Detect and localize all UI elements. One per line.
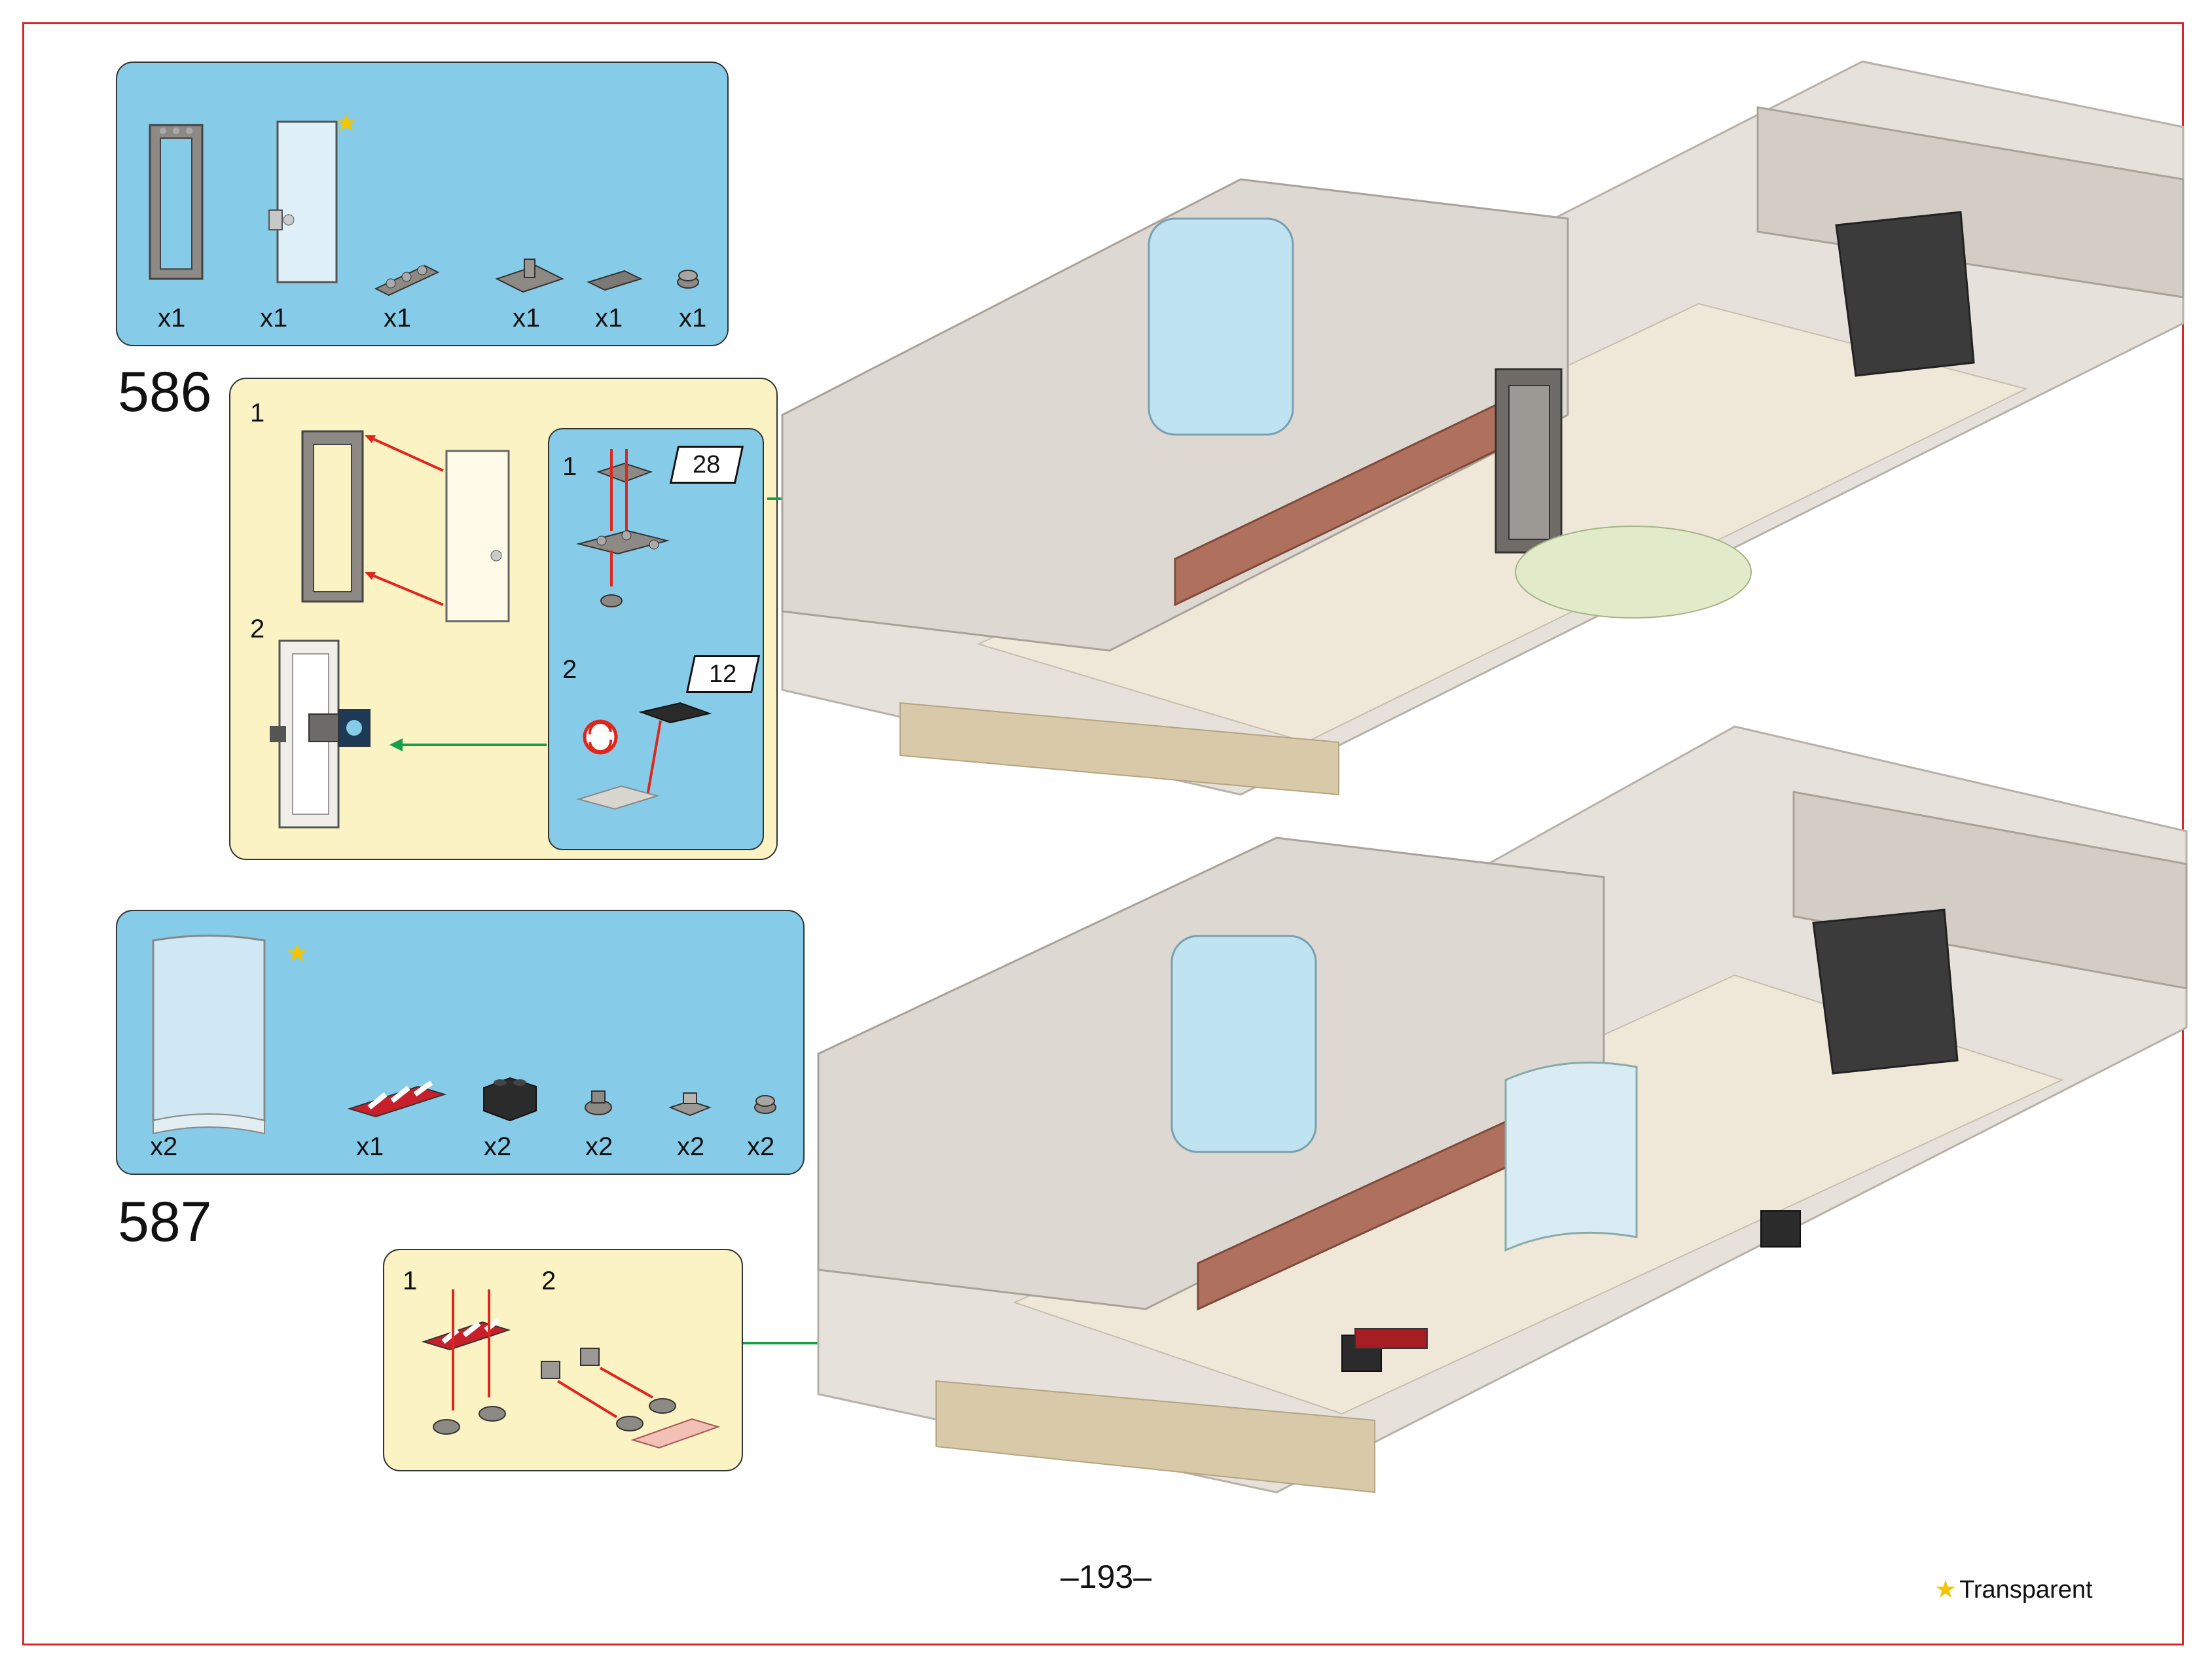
legend: ★Transparent xyxy=(1934,1575,2093,1604)
parts-list-587: x2 x1 x2 x2 x2 x2 xyxy=(116,910,805,1175)
black-brick-installed xyxy=(1760,1210,1801,1248)
inner-substep-2: 2 xyxy=(562,655,577,684)
star-icon xyxy=(287,944,307,961)
qty-flat-tile: x1 xyxy=(595,304,623,332)
bar-holder-icon xyxy=(616,1398,676,1431)
star-icon: ★ xyxy=(1934,1576,1957,1604)
transparent-door-icon xyxy=(268,120,338,283)
door-frame-icon xyxy=(301,430,364,603)
parts-illustrations xyxy=(152,935,776,1135)
plate-with-stud-icon xyxy=(541,1348,600,1379)
hinge-plate-icon xyxy=(576,785,660,810)
qty-tile-with-clip: x1 xyxy=(513,304,541,332)
substep-1: 1 xyxy=(403,1267,418,1295)
curved-glass-installed xyxy=(1504,1061,1638,1252)
model-render-587 xyxy=(817,725,2188,1494)
assembly-panel-587: 1 2 xyxy=(383,1249,743,1471)
assembly-illustrations-587 xyxy=(421,1289,721,1449)
substep-2: 2 xyxy=(250,615,265,643)
qty-plate-with-clips: x1 xyxy=(384,304,412,332)
staircase xyxy=(1835,211,1975,377)
bar-holder-icon xyxy=(433,1406,506,1435)
round-stud-icon xyxy=(677,270,699,289)
striped-tile-icon xyxy=(347,1080,447,1118)
sticker-callout-12: 12 xyxy=(685,655,761,693)
parts-illustrations xyxy=(149,114,699,296)
round-stud-icon xyxy=(600,594,623,607)
sticker-tile-icon xyxy=(638,702,712,724)
transparent-door-icon xyxy=(445,450,510,622)
door-frame-icon xyxy=(149,124,204,280)
striped-tile-icon xyxy=(630,1418,721,1449)
arrow-red xyxy=(367,572,444,606)
sticker-callout-28: 28 xyxy=(669,446,744,484)
qty-round-stud: x1 xyxy=(679,304,707,332)
qty-striped-tile: x1 xyxy=(356,1132,384,1161)
tile-with-clip-icon xyxy=(495,259,564,293)
striped-tile-icon xyxy=(421,1317,511,1351)
sticker-number-12: 12 xyxy=(709,660,737,688)
bar-holder-icon xyxy=(585,1090,612,1115)
qty-transparent-door: x1 xyxy=(260,304,288,332)
subassembly-panel-586: 1 2 xyxy=(548,428,764,850)
plate-with-clips-icon xyxy=(576,530,670,555)
door-with-panel-icon xyxy=(270,639,371,829)
substep-2: 2 xyxy=(541,1267,556,1295)
arrow-red xyxy=(367,435,444,472)
star-icon xyxy=(336,114,356,132)
assembly-panel-586: 1 2 1 2 xyxy=(229,378,778,860)
step-number-587: 587 xyxy=(118,1191,212,1253)
qty-bar-holder: x2 xyxy=(585,1132,613,1161)
black-brick-icon xyxy=(483,1077,537,1122)
qty-round-stud: x2 xyxy=(747,1132,775,1161)
step-number-586: 586 xyxy=(118,361,212,423)
striped-tile-installed xyxy=(1354,1328,1428,1349)
tile-icon xyxy=(596,462,653,483)
page-number: –193– xyxy=(1061,1558,1152,1595)
glass-tube xyxy=(1148,217,1294,436)
plate-with-clips-icon xyxy=(374,264,440,296)
flat-tile-icon xyxy=(587,270,643,291)
round-stud-icon xyxy=(754,1095,776,1114)
qty-curved-glass: x2 xyxy=(150,1132,178,1161)
qty-door-frame: x1 xyxy=(158,304,186,332)
model-render-586 xyxy=(781,60,2185,796)
rotate-icon xyxy=(583,719,618,755)
subassembly-illustrations xyxy=(576,449,712,810)
staircase xyxy=(1812,908,1959,1075)
qty-plate-with-stud: x2 xyxy=(677,1132,705,1161)
parts-list-586: x1 x1 x1 x1 x1 x1 xyxy=(116,62,729,346)
glass-tube xyxy=(1170,935,1317,1153)
inner-substep-1: 1 xyxy=(562,452,577,481)
legend-label: Transparent xyxy=(1959,1576,2093,1604)
qty-black-brick: x2 xyxy=(484,1132,512,1161)
plate-with-stud-icon xyxy=(668,1092,712,1117)
sticker-number-28: 28 xyxy=(693,451,721,478)
curved-glass-panel-icon xyxy=(152,935,266,1135)
substep-1: 1 xyxy=(250,399,265,427)
assembly-illustrations-586 xyxy=(270,430,510,829)
